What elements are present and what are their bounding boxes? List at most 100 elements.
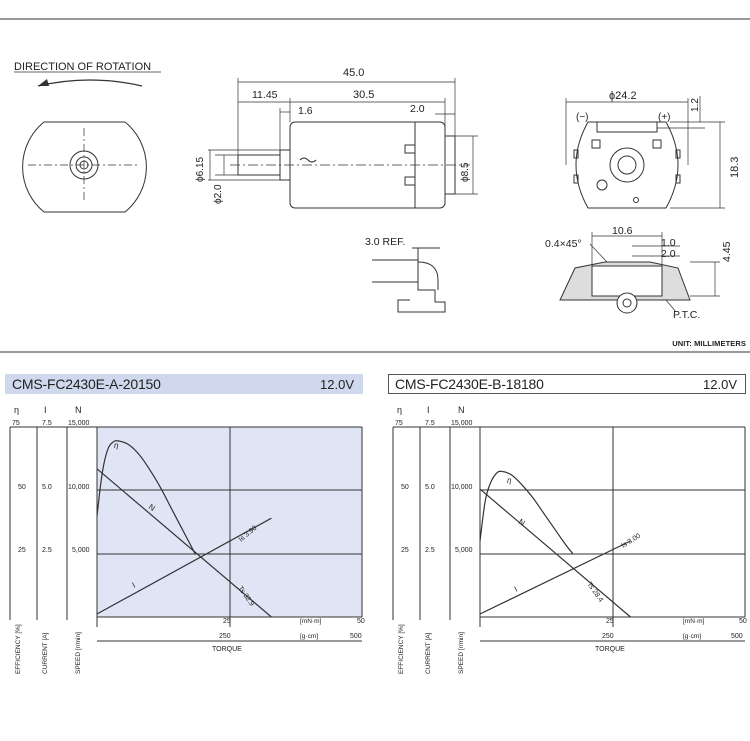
- chart-b: η I N 75 7.5 15,000 50 5.0 10,000 25 2.5…: [392, 405, 747, 674]
- chart-b-eff-tick-25: 25: [401, 547, 409, 554]
- chart-a-spd-tick-5000: 5,000: [72, 547, 90, 554]
- chart-b-cur-tick-7-5: 7.5: [425, 420, 435, 427]
- chart-a-header: CMS-FC2430E-A-20150 12.0V: [5, 374, 363, 394]
- chart-b-efficiency-curve: [479, 470, 574, 555]
- chart-a-torque-label: TORQUE: [212, 646, 242, 653]
- chart-b-mnm-tick-25: 25: [606, 618, 614, 625]
- chart-a-n-annot: N: [147, 502, 157, 513]
- chart-b-eff-tick-50: 50: [401, 484, 409, 491]
- chart-a-gcm-tick-500: 500: [350, 633, 362, 640]
- dim-1-0: 1.0: [661, 237, 676, 249]
- chart-b-i-annot: I: [513, 585, 519, 594]
- motor-drawing: DIRECTION OF ROTATION: [0, 18, 750, 353]
- rear-view: [573, 121, 681, 209]
- rotation-arrowhead: [38, 79, 49, 86]
- chart-a-eff-symbol: η: [14, 405, 19, 415]
- chart-a-axes-left: η I N: [14, 405, 82, 415]
- chart-a-current-curve: [96, 517, 272, 615]
- chart-b-gcm-unit: [g·cm]: [683, 633, 701, 640]
- chart-a-speed-curve: [96, 468, 272, 618]
- dim-flat-height: 18.3: [729, 157, 741, 178]
- dim-2-0: 2.0: [661, 248, 676, 260]
- chart-a-eff-tick-75: 75: [12, 420, 20, 427]
- dim-chamfer: 0.4×45°: [545, 238, 582, 250]
- chart-a-mnm-tick-25: 25: [223, 618, 231, 625]
- chart-b-n-annot: N: [517, 517, 527, 528]
- dim-overall-length: 45.0: [343, 67, 364, 79]
- chart-b-header: CMS-FC2430E-B-18180 12.0V: [388, 374, 746, 394]
- chart-a-spd-tick-10000: 10,000: [68, 484, 90, 491]
- chart-a-cur-label: CURRENT [A]: [42, 632, 49, 674]
- chart-a-eff-tick-50: 50: [18, 484, 26, 491]
- chart-a-model: CMS-FC2430E-A-20150: [12, 376, 161, 392]
- direction-title: DIRECTION OF ROTATION: [14, 61, 151, 73]
- chart-a: η I N 75 7.5 15,000 50 5.0 10,000 25 2.5…: [9, 405, 365, 674]
- label-ptc: P.T.C.: [673, 309, 700, 321]
- chart-b-cur-tick-5-0: 5.0: [425, 484, 435, 491]
- front-view: [22, 121, 147, 213]
- chart-b-spd-tick-5000: 5,000: [455, 547, 473, 554]
- chart-b-series: [479, 470, 631, 618]
- dim-boss-dia: ϕ6.15: [195, 156, 206, 182]
- chart-b-eff-label: EFFICIENCY [%]: [398, 624, 405, 674]
- section-detail: [559, 261, 691, 314]
- dim-width-10-6: 10.6: [612, 225, 633, 237]
- chart-b-eta-annot: η: [507, 476, 512, 485]
- dim-rear-boss-dia: ϕ8.5: [460, 162, 471, 182]
- chart-a-gcm-unit: [g·cm]: [300, 633, 318, 640]
- chart-b-spd-tick-15000: 15,000: [451, 420, 473, 427]
- dim-shaft-length: 11.45: [252, 89, 278, 101]
- chart-b-voltage: 12.0V: [703, 376, 737, 392]
- polarity-minus: (−): [576, 112, 589, 123]
- chart-a-series: [96, 440, 272, 618]
- rear-dimensions: [565, 96, 725, 209]
- chart-a-spd-tick-15000: 15,000: [68, 420, 90, 427]
- dim-shaft-dia: ϕ2.0: [213, 184, 224, 204]
- unit-label: UNIT: MILLIMETERS: [672, 339, 746, 348]
- chart-b-speed-curve: [479, 488, 631, 618]
- chart-b-cur-label: CURRENT [A]: [425, 632, 432, 674]
- chart-b-spd-label: SPEED [r/min]: [458, 632, 465, 674]
- chart-a-mnm-tick-50: 50: [357, 618, 365, 625]
- chart-a-gcm-tick-250: 250: [219, 633, 231, 640]
- chart-a-i-annot: I: [131, 581, 137, 590]
- chart-a-efficiency-curve: [96, 440, 196, 554]
- chart-b-spd-tick-10000: 10,000: [451, 484, 473, 491]
- chart-a-cur-tick-5-0: 5.0: [42, 484, 52, 491]
- chart-b-mnm-tick-50: 50: [739, 618, 747, 625]
- chart-b-eff-tick-75: 75: [395, 420, 403, 427]
- dim-boss-thickness: 1.6: [298, 105, 313, 117]
- dim-body-dia: ϕ24.2: [609, 90, 637, 102]
- chart-b-gcm-tick-250: 250: [602, 633, 614, 640]
- chart-a-eff-label: EFFICIENCY [%]: [15, 624, 22, 674]
- dim-top-gap: 1.2: [690, 98, 701, 112]
- chart-a-frame: [9, 426, 363, 642]
- rotation-arrow: [37, 79, 143, 87]
- chart-a-eta-annot: η: [114, 441, 119, 450]
- side-dimensions: [208, 78, 478, 195]
- chart-b-eff-symbol: η: [397, 405, 402, 415]
- chart-b-model: CMS-FC2430E-B-18180: [395, 376, 544, 392]
- dim-terminal-offset: 2.0: [410, 103, 425, 115]
- chart-b-gcm-tick-500: 500: [731, 633, 743, 640]
- chart-a-spd-label: SPEED [r/min]: [75, 632, 82, 674]
- chart-b-current-curve: [479, 540, 631, 615]
- chart-a-mnm-unit: [mN·m]: [300, 618, 321, 625]
- chart-a-voltage: 12.0V: [320, 376, 354, 392]
- chart-a-cur-tick-7-5: 7.5: [42, 420, 52, 427]
- chart-a-cur-tick-2-5: 2.5: [42, 547, 52, 554]
- chart-b-torque-label: TORQUE: [595, 646, 625, 653]
- chart-a-spd-symbol: N: [75, 405, 82, 415]
- section-dimensions: [589, 232, 720, 313]
- chart-b-spd-symbol: N: [458, 405, 465, 415]
- chart-b-cur-symbol: I: [427, 405, 430, 415]
- chart-b-frame: [392, 426, 746, 642]
- chart-a-eff-tick-25: 25: [18, 547, 26, 554]
- chart-b-mnm-unit: [mN·m]: [683, 618, 704, 625]
- polarity-plus: (+): [658, 112, 671, 123]
- dim-body-length: 30.5: [353, 89, 374, 101]
- ref-detail: [372, 247, 446, 313]
- chart-a-cur-symbol: I: [44, 405, 47, 415]
- chart-b-is-annot: Is 3.00: [620, 533, 642, 550]
- dim-4-45: 4.45: [721, 241, 733, 262]
